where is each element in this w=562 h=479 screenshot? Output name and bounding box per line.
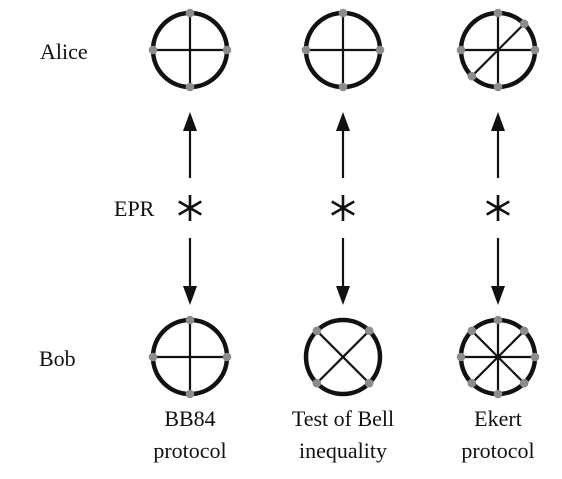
basis-line <box>471 23 525 77</box>
epr-source-star-icon <box>178 195 202 221</box>
basis-endpoint-dot <box>185 315 195 325</box>
up-arrow <box>491 112 505 178</box>
caption-line-2: inequality <box>299 438 387 463</box>
basis-endpoint-dot <box>493 8 503 18</box>
caption-line-1: Test of Bell <box>292 406 394 431</box>
basis-endpoint-dot <box>467 378 477 388</box>
alice-label: Alice <box>40 39 88 64</box>
epr-source-star-icon <box>486 195 510 221</box>
basis-endpoint-dot <box>467 326 477 336</box>
basis-endpoint-dot <box>312 326 322 336</box>
column-bell-test: Test of Bell inequality <box>292 8 394 463</box>
down-arrow <box>183 238 197 305</box>
basis-endpoint-dot <box>530 45 540 55</box>
basis-endpoint-dot <box>530 352 540 362</box>
basis-endpoint-dot <box>493 315 503 325</box>
bob-measurement-circle <box>456 315 540 399</box>
basis-endpoint-dot <box>519 19 529 29</box>
alice-measurement-circle <box>456 8 540 92</box>
epr-label: EPR <box>114 196 155 221</box>
basis-endpoint-dot <box>312 378 322 388</box>
basis-endpoint-dot <box>222 352 232 362</box>
epr-source-star-icon <box>331 195 355 221</box>
basis-endpoint-dot <box>364 326 374 336</box>
basis-endpoint-dot <box>148 45 158 55</box>
basis-line <box>316 330 370 384</box>
bob-measurement-circle <box>148 315 232 399</box>
basis-endpoint-dot <box>185 82 195 92</box>
caption-line-1: BB84 <box>164 406 215 431</box>
alice-measurement-circle <box>301 8 385 92</box>
down-arrow <box>491 238 505 305</box>
basis-endpoint-dot <box>493 389 503 399</box>
basis-endpoint-dot <box>301 45 311 55</box>
caption-line-2: protocol <box>153 438 226 463</box>
basis-endpoint-dot <box>338 82 348 92</box>
basis-line <box>471 330 525 384</box>
outer-ring <box>303 317 383 397</box>
basis-endpoint-dot <box>467 71 477 81</box>
column-ekert: Ekert protocol <box>456 8 540 463</box>
basis-endpoint-dot <box>148 352 158 362</box>
bob-measurement-circle <box>303 317 383 397</box>
basis-endpoint-dot <box>375 45 385 55</box>
basis-endpoint-dot <box>456 352 466 362</box>
caption-line-1: Ekert <box>474 406 522 431</box>
basis-endpoint-dot <box>456 45 466 55</box>
basis-endpoint-dot <box>185 8 195 18</box>
up-arrow <box>183 112 197 178</box>
basis-endpoint-dot <box>338 8 348 18</box>
basis-endpoint-dot <box>364 378 374 388</box>
column-bb84: BB84 protocol <box>148 8 232 463</box>
alice-measurement-circle <box>148 8 232 92</box>
basis-endpoint-dot <box>519 378 529 388</box>
basis-endpoint-dot <box>493 82 503 92</box>
star-stroke <box>331 200 355 216</box>
up-arrow <box>336 112 350 178</box>
basis-endpoint-dot <box>185 389 195 399</box>
basis-endpoint-dot <box>222 45 232 55</box>
caption-line-2: protocol <box>461 438 534 463</box>
down-arrow <box>336 238 350 305</box>
star-stroke <box>178 200 202 216</box>
star-stroke <box>486 200 510 216</box>
basis-endpoint-dot <box>519 326 529 336</box>
bob-label: Bob <box>39 346 76 371</box>
